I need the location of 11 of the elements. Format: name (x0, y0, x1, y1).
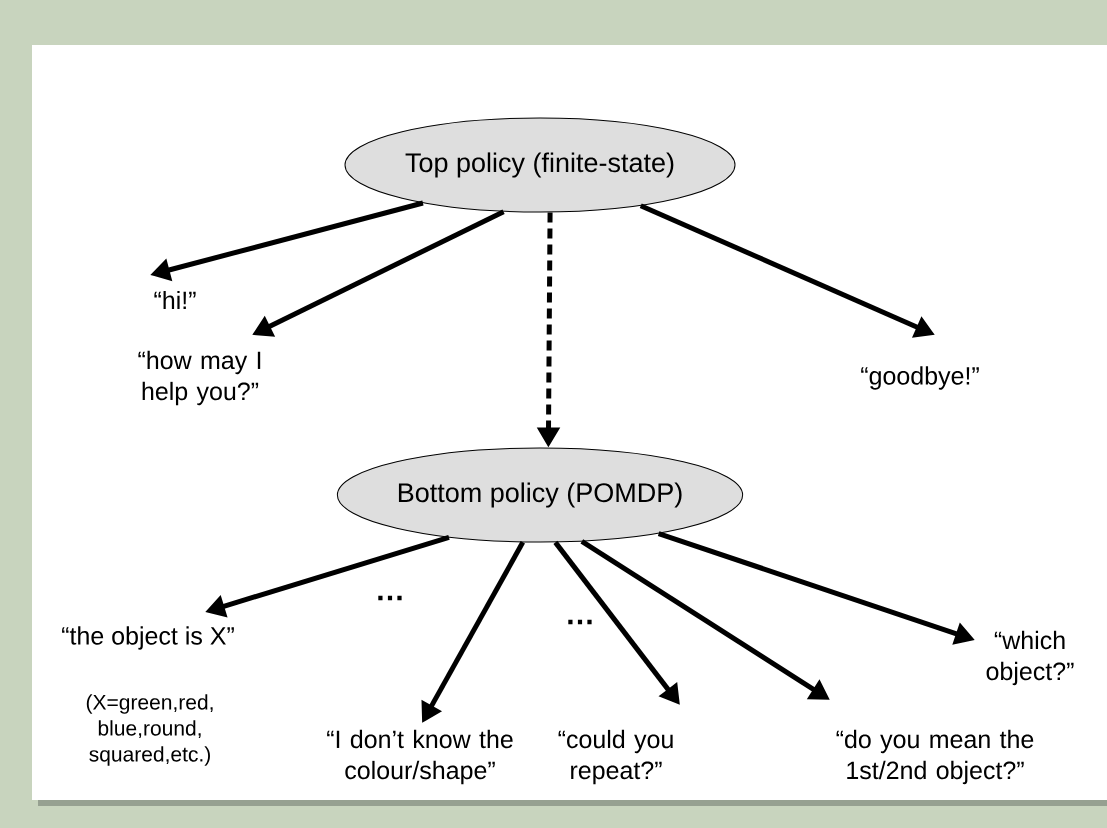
utterance-text: “goodbye!” (861, 366, 979, 390)
ellipsis: … (568, 619, 592, 625)
note-text: (X=green,red, blue,round, squared,etc.) (86, 694, 213, 766)
utterance-text: “do you mean the 1st/2nd object?” (836, 729, 1034, 785)
utterance-text: “the object is X” (62, 626, 234, 650)
utterance-text: “hi!” (154, 290, 196, 310)
utterance-text: “I don’t know the colour/shape” (327, 729, 513, 785)
utterance-text: “how may I help you?” (138, 350, 261, 406)
utterance-text: “which object?” (986, 630, 1074, 686)
ellipsis: … (378, 595, 402, 601)
utterance-text: “could you repeat?” (558, 729, 673, 785)
